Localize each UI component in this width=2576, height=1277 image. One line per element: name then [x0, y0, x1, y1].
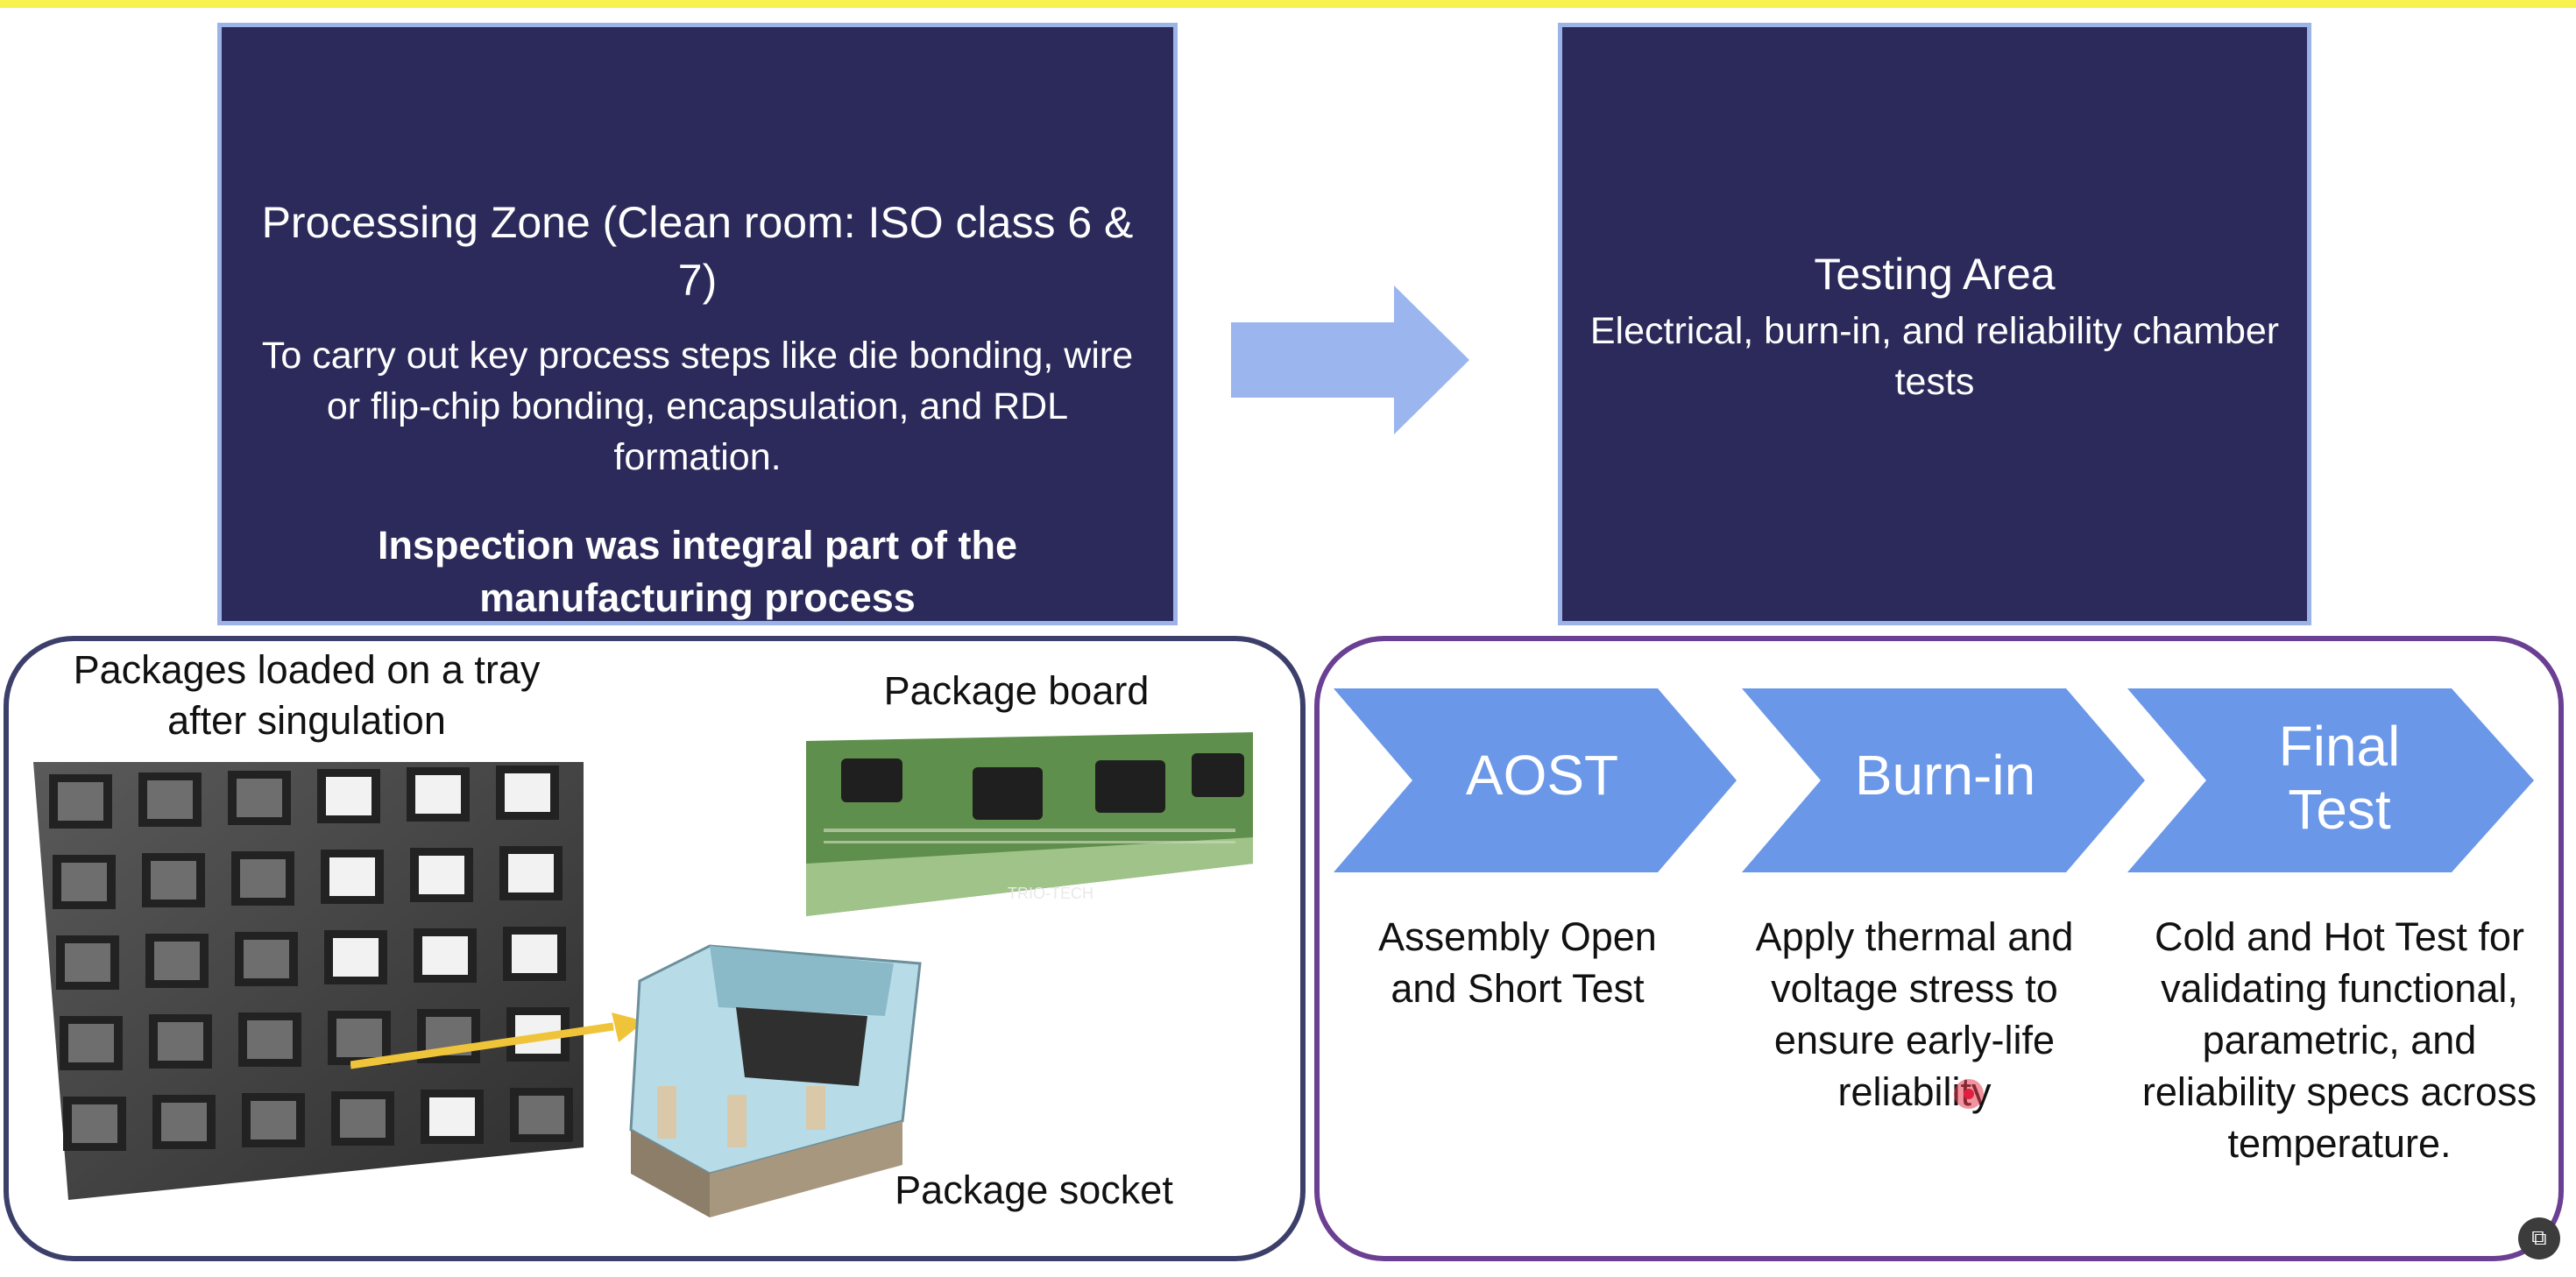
testing-area-title: Testing Area [1814, 250, 2056, 299]
step-label-burn-in: Burn-in [1854, 744, 2036, 807]
step-label-final-test: Final Test [2278, 715, 2401, 841]
processing-zone-description: To carry out key process steps like die … [261, 335, 1134, 478]
board-brand-text: TRIO-TECH [1008, 885, 1093, 902]
processing-zone-box: Processing Zone (Clean room: ISO class 6… [217, 23, 1178, 625]
package-board-image: TRIO-TECH [806, 732, 1253, 916]
pointer-arrow-icon [350, 1012, 645, 1069]
screen-capture-icon[interactable]: ⧉ [2518, 1217, 2560, 1259]
tray-caption: Packages loaded on a tray after singulat… [73, 647, 541, 743]
right-arrow-icon [1231, 286, 1469, 434]
processing-zone-highlight: Inspection was integral part of the manu… [377, 523, 1018, 620]
packaging-panel [4, 636, 1306, 1261]
package-tray-image [33, 762, 584, 1200]
step-desc-aost: Assembly Open and Short Test [1378, 914, 1657, 1011]
testing-area-box: Testing Area Electrical, burn-in, and re… [1558, 23, 2311, 625]
step-desc-burn-in: Apply thermal and voltage stress to ensu… [1755, 914, 2074, 1114]
socket-caption: Package socket [895, 1168, 1173, 1212]
chevron-final-test [2127, 688, 2534, 872]
package-socket-image [629, 944, 922, 1217]
cursor-highlight-icon [1954, 1079, 1984, 1109]
chevron-aost [1334, 688, 1737, 872]
testing-area-description: Electrical, burn-in, and reliability cha… [1589, 310, 2280, 403]
top-highlight-bar [0, 0, 2576, 8]
testing-flow-panel [1314, 636, 2564, 1261]
step-label-aost: AOST [1465, 744, 1619, 807]
step-desc-final-test: Cold and Hot Test for validating functio… [2141, 914, 2537, 1166]
processing-zone-title: Processing Zone (Clean room: ISO class 6… [261, 198, 1134, 305]
board-caption: Package board [883, 668, 1150, 713]
chevron-burn-in [1742, 688, 2145, 872]
